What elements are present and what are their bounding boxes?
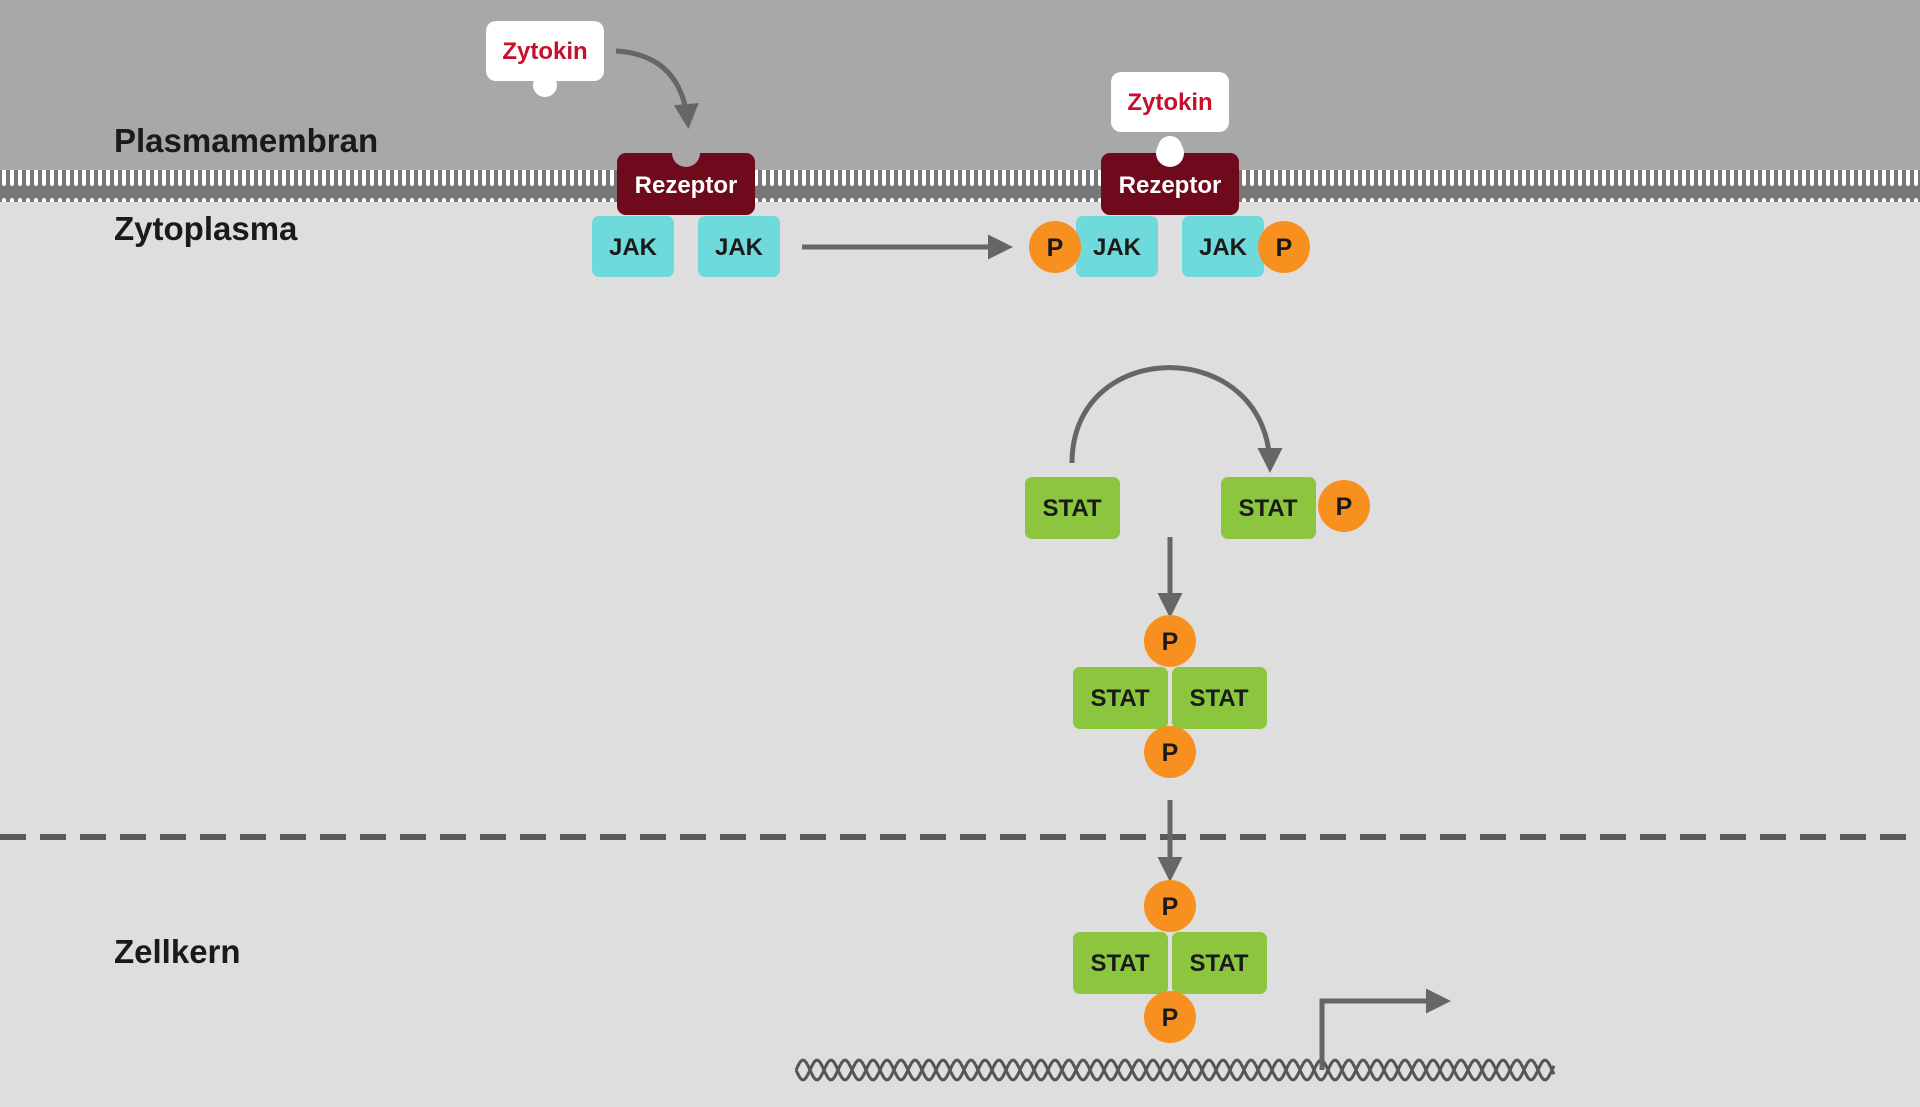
cytoplasm-area	[0, 170, 1920, 1107]
stat-label: STAT	[1189, 950, 1248, 977]
phosphate-jak-b: P	[1258, 221, 1310, 273]
phosphate-label: P	[1162, 739, 1179, 767]
jak-left-b: JAK	[698, 216, 780, 277]
stat-label: STAT	[1238, 495, 1297, 522]
cytokine-free: Zytokin	[486, 21, 604, 97]
stat-inactive: STAT	[1025, 477, 1120, 539]
stat-label: STAT	[1189, 685, 1248, 712]
phosphate-bottom	[1144, 991, 1196, 1043]
receptor-label: Rezeptor	[1119, 172, 1222, 199]
arrow-cytokine-binding	[615, 48, 699, 129]
jak-label: JAK	[1093, 234, 1142, 261]
stat-dimer-nucleus: STAT STAT P P	[1073, 880, 1267, 1043]
receptor-active: Rezeptor	[1101, 139, 1239, 215]
phosphate-top	[1144, 615, 1196, 667]
jak-left-a: JAK	[592, 216, 674, 277]
phosphate-label: P	[1162, 893, 1179, 921]
jak-right-a: JAK	[1076, 216, 1158, 277]
receptor-label: Rezeptor	[635, 172, 738, 199]
stat-label: STAT	[1090, 685, 1149, 712]
phosphate-label: P	[1336, 493, 1353, 521]
phosphate-label: P	[1276, 234, 1293, 262]
phosphate-label: P	[1047, 234, 1064, 262]
stat-dimer-cytoplasm: STAT STAT P P	[1073, 615, 1267, 778]
stat-label: STAT	[1090, 950, 1149, 977]
stat-phosphorylated: STAT	[1221, 477, 1316, 539]
phosphate-label: P	[1162, 628, 1179, 656]
arrow-stat-phosphorylation	[1069, 365, 1283, 473]
arrow-transcription-start	[1319, 988, 1451, 1070]
phosphate-bottom	[1144, 726, 1196, 778]
cytokine-label: Zytokin	[1127, 89, 1212, 116]
cytokine-label: Zytokin	[502, 38, 587, 65]
phosphate-label: P	[1162, 1004, 1179, 1032]
jak-label: JAK	[609, 234, 658, 261]
extracellular-space	[0, 0, 1920, 170]
dna-helix	[794, 1058, 1556, 1082]
region-label-membrane: Plasmamembran	[114, 122, 378, 159]
plasma-membrane	[0, 170, 1920, 202]
jak-label: JAK	[1199, 234, 1248, 261]
region-label-nucleus: Zellkern	[114, 933, 241, 970]
region-label-cytoplasm: Zytoplasma	[114, 210, 298, 247]
phosphate-jak-a: P	[1029, 221, 1081, 273]
phosphate-top	[1144, 880, 1196, 932]
stat-label: STAT	[1042, 495, 1101, 522]
jak-label: JAK	[715, 234, 764, 261]
receptor-inactive: Rezeptor	[617, 139, 755, 215]
jak-right-b: JAK	[1182, 216, 1264, 277]
phosphate-stat: P	[1318, 480, 1370, 532]
